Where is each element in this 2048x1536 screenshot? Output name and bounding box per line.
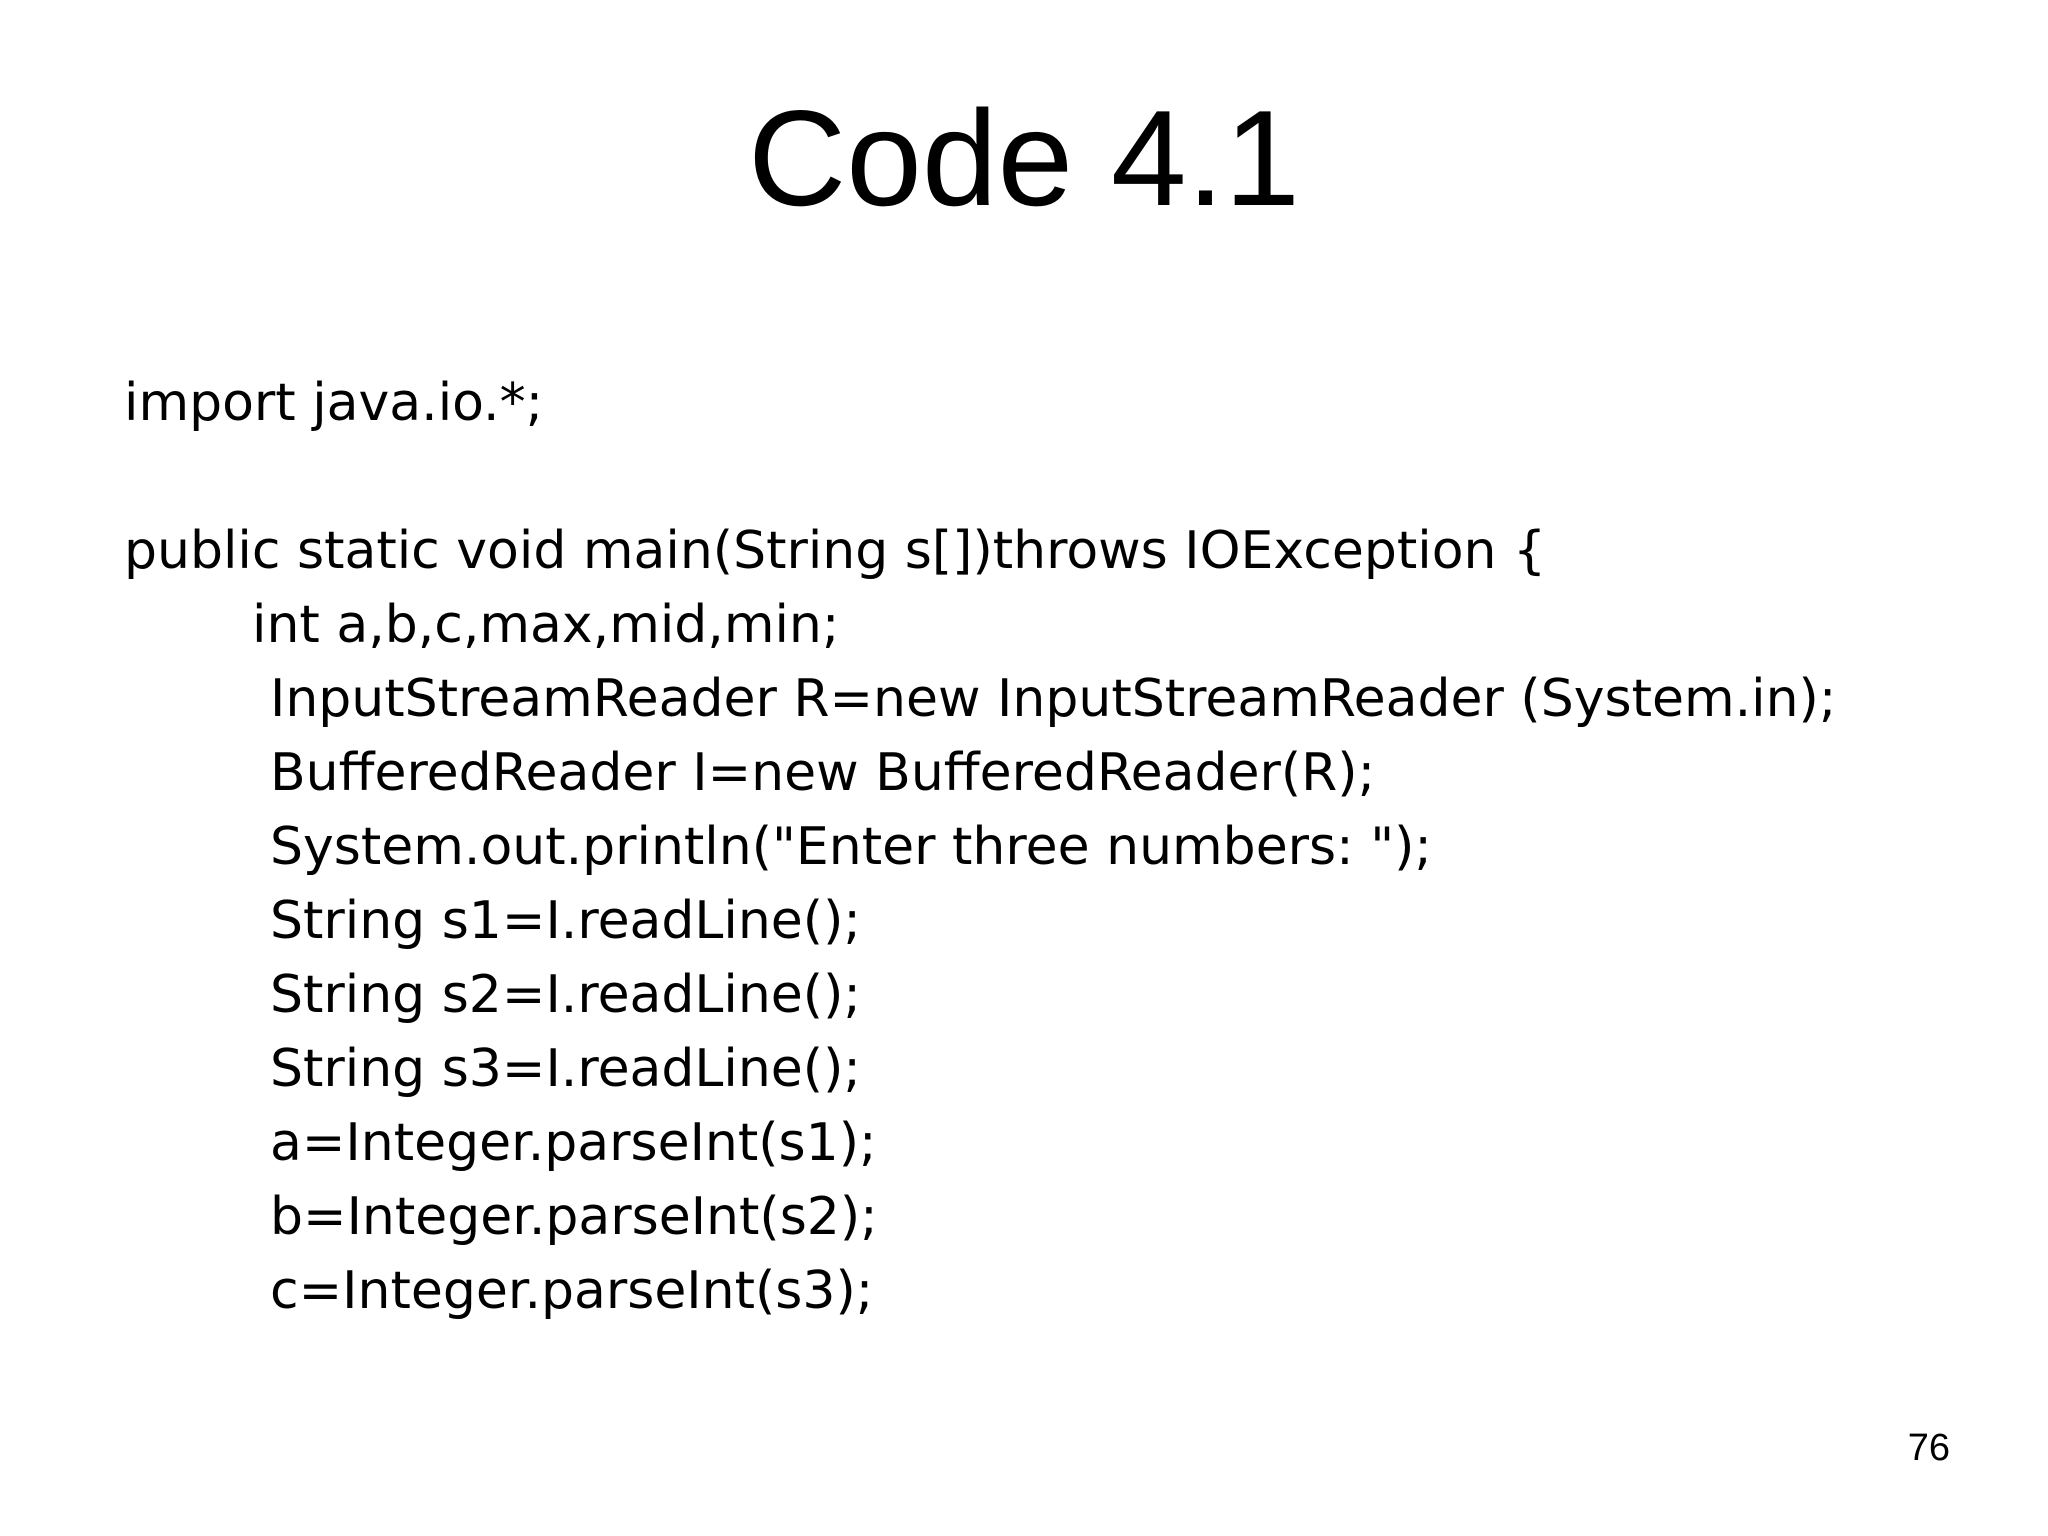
code-line-parse-c: c=Integer.parseInt(s3); [270,1261,874,1321]
code-line-read-s2: String s2=I.readLine(); [270,965,861,1025]
code-line-main-signature: public static void main(String s[])throw… [124,521,1547,581]
code-line-int-declaration: int a,b,c,max,mid,min; [252,595,840,655]
code-line-import: import java.io.*; [124,373,544,433]
page-number: 76 [1907,1427,1950,1469]
code-line-parse-b: b=Integer.parseInt(s2); [270,1187,878,1247]
code-line-buffered-reader: BufferedReader I=new BufferedReader(R); [270,743,1376,803]
code-line-input-stream-reader: InputStreamReader R=new InputStreamReade… [270,669,1837,729]
code-line-parse-a: a=Integer.parseInt(s1); [270,1113,877,1173]
code-line-read-s3: String s3=I.readLine(); [270,1039,861,1099]
code-block: import java.io.*; public static void mai… [124,373,1837,1321]
code-line-println: System.out.println("Enter three numbers:… [270,817,1432,877]
code-line-read-s1: String s1=I.readLine(); [270,891,861,951]
slide-title: Code 4.1 [748,82,1300,234]
